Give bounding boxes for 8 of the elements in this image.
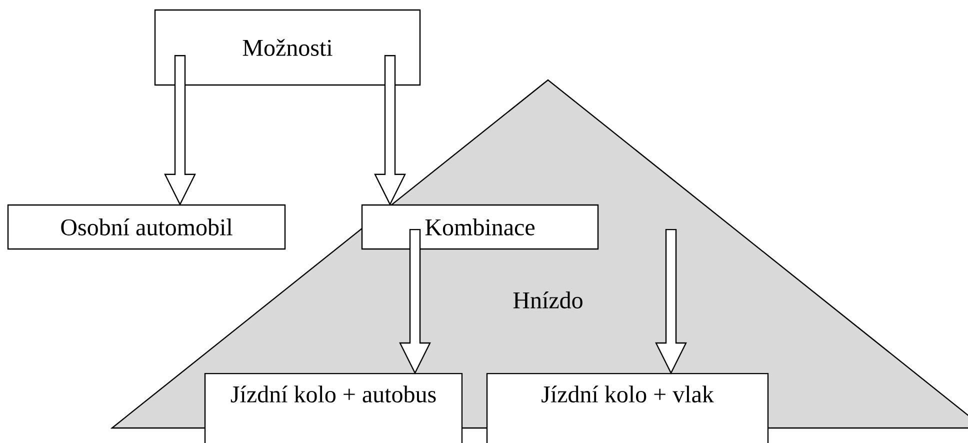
option-box: Jízdní kolo + autobus xyxy=(204,372,463,443)
option-box: Jízdní kolo + vlak xyxy=(486,372,769,443)
block-arrow xyxy=(164,55,196,206)
block-arrow xyxy=(374,55,406,206)
block-arrow xyxy=(655,228,687,374)
option-box: Možnosti xyxy=(154,9,421,86)
block-arrow xyxy=(399,228,431,374)
option-box: Osobní automobil xyxy=(7,204,286,250)
